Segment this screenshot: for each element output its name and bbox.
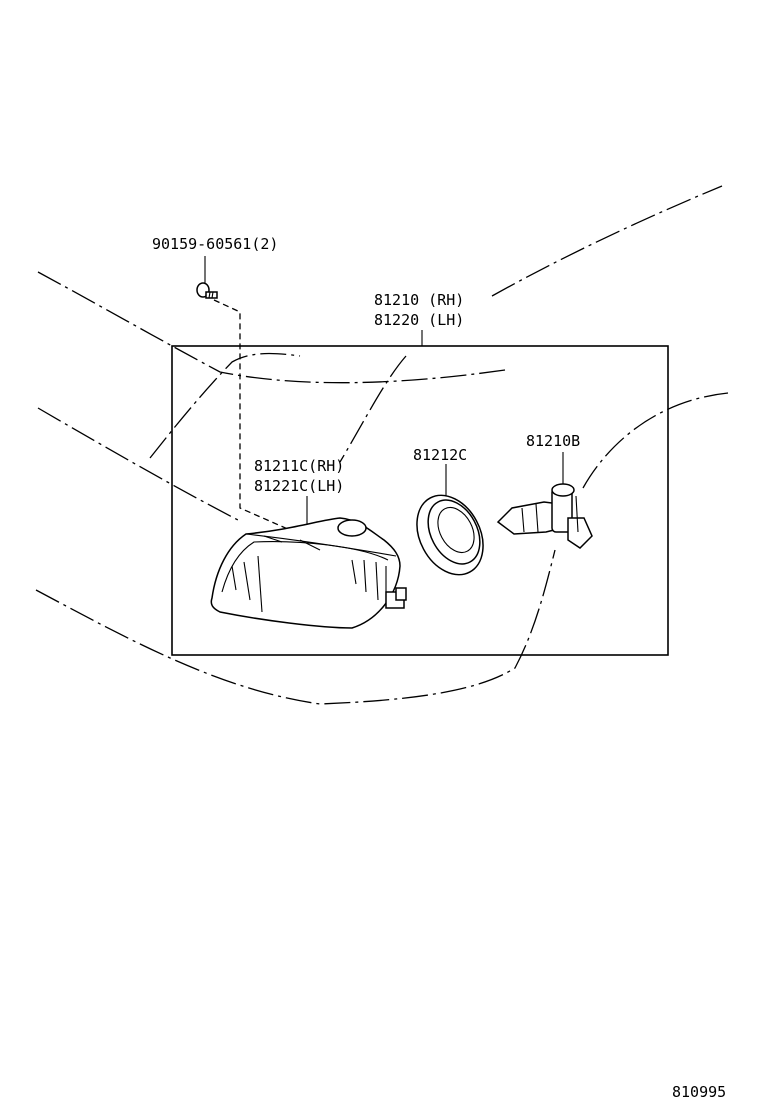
gasket-ring-icon: [416, 494, 484, 576]
vehicle-body-phantom-lines: [35, 185, 729, 705]
leader-lines: [204, 256, 564, 531]
gasket-part-number: 81212C: [413, 446, 467, 464]
bolt-part-number: 90159-60561(2): [152, 235, 278, 253]
lens-rh-part-number: 81211C(RH): [254, 457, 344, 475]
diagram-id: 810995: [672, 1083, 726, 1101]
fog-lamp-lens-icon: [210, 517, 407, 629]
bolt-icon: [196, 282, 218, 299]
fog-lamp-lh-part-number: 81220 (LH): [374, 311, 464, 329]
lens-lh-part-number: 81221C(LH): [254, 477, 344, 495]
bulb-icon: [496, 483, 593, 549]
bulb-part-number: 81210B: [526, 432, 580, 450]
assembly-box: [171, 345, 669, 656]
fog-lamp-rh-part-number: 81210 (RH): [374, 291, 464, 309]
